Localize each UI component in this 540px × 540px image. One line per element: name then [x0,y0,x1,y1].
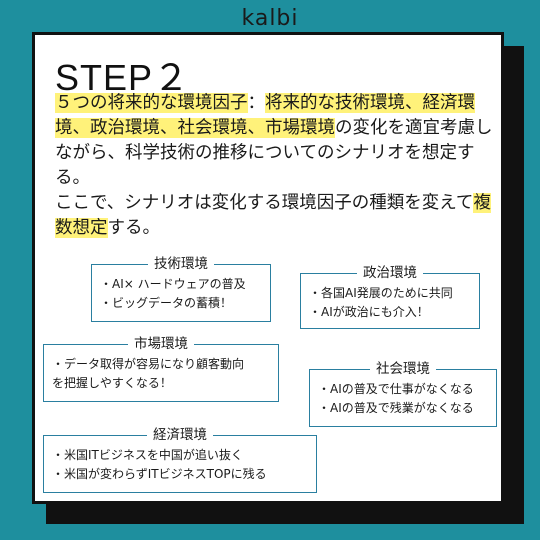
tech-environment-box: 技術環境 ・AI× ハードウェアの普及 ・ビッグデータの蓄積！ [91,256,271,322]
box-line: ・ビッグデータの蓄積！ [100,296,233,310]
box-line: を把握しやすくなる！ [52,376,172,390]
society-environment-title: 社会環境 [370,361,436,377]
box-line: ・データ取得が容易になり顧客動向 [52,357,245,371]
politics-environment-box: 政治環境 ・各国AI発展のために共同 ・AIが政治にも介入！ [300,265,480,329]
box-line: ・AI× ハードウェアの普及 [100,277,246,291]
step-heading: STEP２ [55,57,191,98]
box-line: ・米国ITビジネスを中国が追い抜く [52,448,243,462]
economy-environment-title: 経済環境 [147,427,213,443]
tech-environment-title: 技術環境 [148,256,214,272]
brand-logo: kalbi [241,6,299,31]
box-line: ・AIの普及で残業がなくなる [318,401,474,415]
box-line: ・AIの普及で仕事がなくなる [318,382,474,396]
market-environment-title: 市場環境 [128,336,194,352]
box-line: ・米国が変わらずITビジネスTOPに残る [52,467,267,481]
content-card: STEP２ ５つの将来的な環境因子：将来的な技術環境、経済環境、政治環境、社会環… [32,32,504,504]
politics-environment-title: 政治環境 [357,265,423,281]
market-environment-box: 市場環境 ・データ取得が容易になり顧客動向 を把握しやすくなる！ [43,336,279,402]
intro-text: ５つの将来的な環境因子：将来的な技術環境、経済環境、政治環境、社会環境、市場環境… [55,91,495,241]
intro-colon: ： [247,93,266,113]
box-line: ・AIが政治にも介入！ [309,305,429,319]
highlight-factors: ５つの将来的な環境因子 [55,93,248,113]
box-line: ・各国AI発展のために共同 [309,286,453,300]
intro-sentence-2-end: する。 [107,218,161,238]
intro-sentence-1: の変化を適宜考慮しながら、科学技術の推移についてのシナリオを想定する。 [55,118,493,188]
society-environment-box: 社会環境 ・AIの普及で仕事がなくなる ・AIの普及で残業がなくなる [309,361,497,427]
economy-environment-box: 経済環境 ・米国ITビジネスを中国が追い抜く ・米国が変わらずITビジネスTOP… [43,427,317,493]
intro-sentence-2: ここで、シナリオは変化する環境因子の種類を変えて [55,193,474,213]
